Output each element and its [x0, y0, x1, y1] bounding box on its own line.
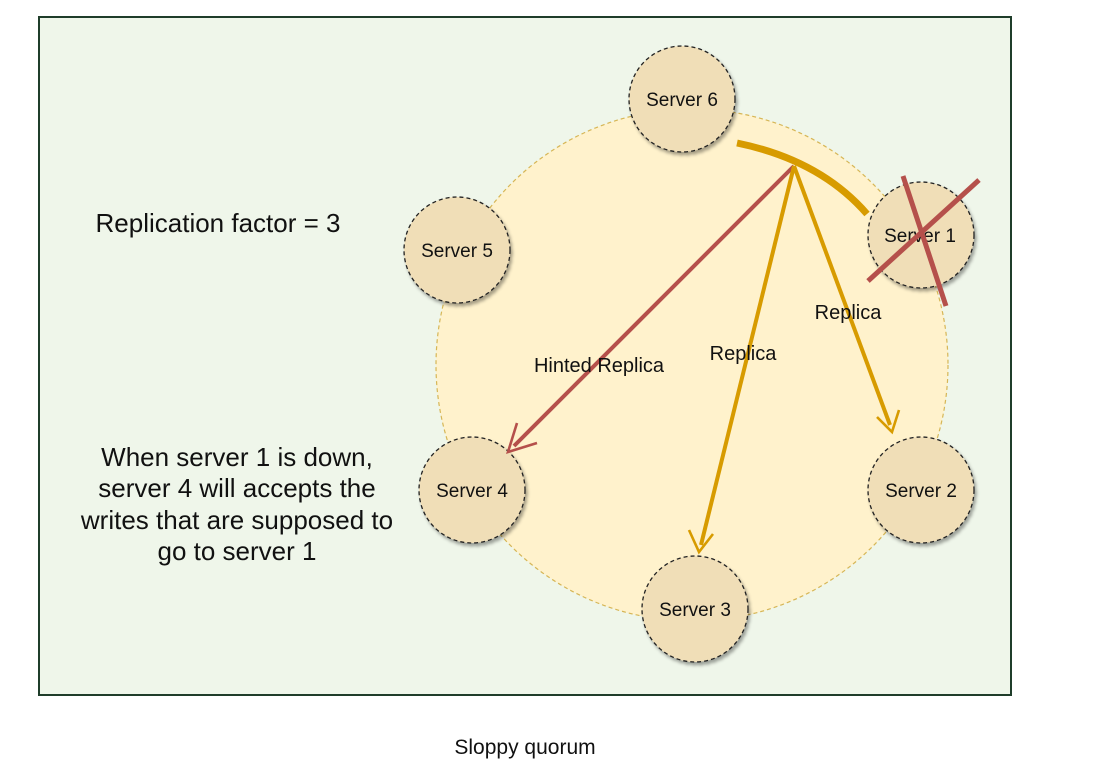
server-label-6: Server 6: [646, 90, 718, 111]
explanation-line-1: When server 1 is down,: [101, 442, 373, 472]
explanation-line-3: writes that are supposed to: [80, 505, 393, 535]
explanation-text: When server 1 is down, server 4 will acc…: [80, 442, 393, 566]
explanation-line-2: server 4 will accepts the: [98, 473, 375, 503]
replica-arrow-server-2: [792, 165, 901, 435]
edge-label-replica-server-2: Replica: [815, 302, 883, 324]
replica-arrow-server-3: [687, 165, 796, 555]
server-label-5: Server 5: [421, 241, 493, 262]
server-1-down-cross: [866, 175, 981, 307]
explanation-line-4: go to server 1: [158, 536, 317, 566]
replication-factor-label: Replication factor = 3: [96, 208, 341, 238]
server-label-2: Server 2: [885, 481, 957, 502]
key-range-arc: [736, 139, 870, 217]
hinted-replica-arrow: [506, 164, 796, 454]
figure-caption: Sloppy quorum: [454, 736, 596, 759]
edge-label-replica-server-3: Replica: [710, 343, 778, 365]
server-node-4: Server 4: [418, 436, 526, 544]
edge-label-hinted-replica: Hinted Replica: [534, 355, 665, 377]
server-node-3: Server 3: [641, 555, 749, 663]
hash-ring: [435, 108, 949, 622]
server-node-2: Server 2: [867, 436, 975, 544]
server-label-3: Server 3: [659, 600, 731, 621]
server-node-5: Server 5: [403, 196, 511, 304]
server-node-6: Server 6: [628, 45, 736, 153]
server-label-4: Server 4: [436, 481, 508, 502]
